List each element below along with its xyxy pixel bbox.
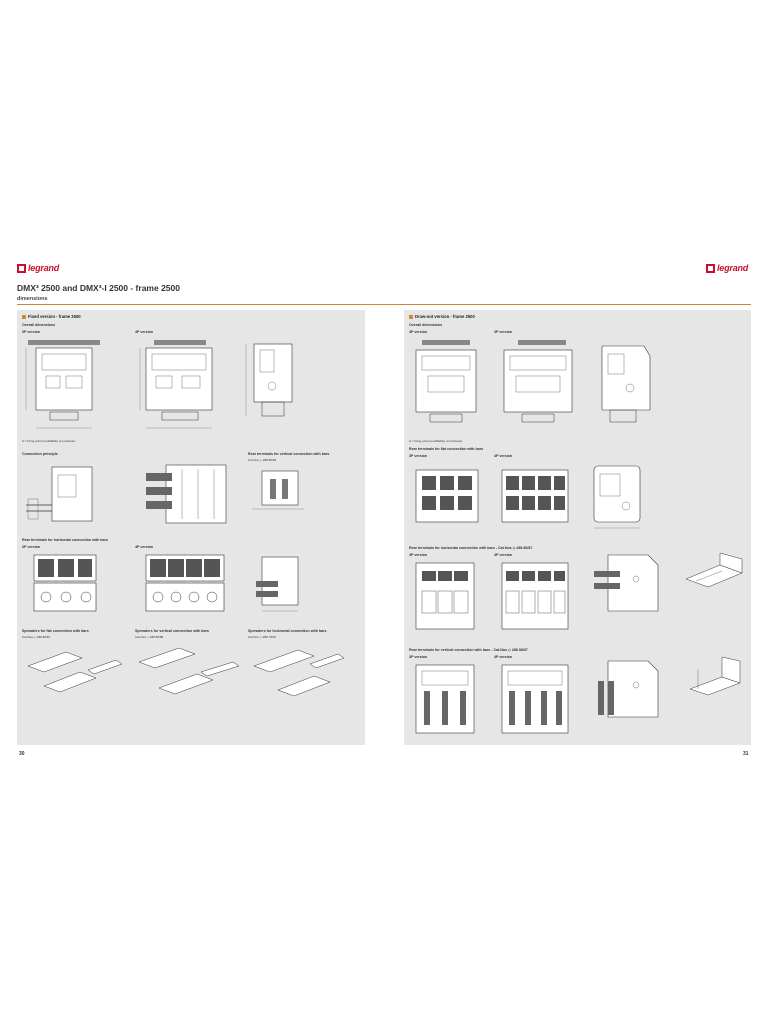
section-title-fixed: Fixed version - frame 2500	[22, 314, 81, 319]
version-4p-label-b: 4P version	[135, 545, 154, 549]
spreaders-flat-drawing	[27, 651, 123, 693]
spreaders-vertical-drawing	[138, 647, 240, 695]
version-4p-label-right-d: 4P version	[494, 655, 513, 659]
fixed-4p-front-drawing	[139, 340, 213, 429]
spreaders-vertical-label: Spreaders for vertical connection with b…	[135, 629, 209, 633]
rear-horizontal-side-drawing	[256, 556, 299, 612]
rear-horizontal-4p-drawing	[145, 554, 225, 612]
version-3p-label-right: 3P version	[409, 330, 428, 334]
rear-flat-label: Rear terminals for flat connection with …	[409, 447, 484, 451]
version-4p-label-right: 4P version	[494, 330, 513, 334]
spreaders-flat-catno: Cat.Nos ◇ 288 80/87	[22, 635, 51, 639]
version-3p-label-b: 3P version	[22, 545, 41, 549]
rear-vertical-catno: Cat.Nos ◇ 288 80/83	[248, 458, 277, 462]
rear-flat-side-drawing	[593, 465, 641, 529]
rear-vertical-label: Rear terminals for vertical connection w…	[248, 452, 330, 456]
rear-horizontal-4p-right-drawing	[501, 562, 569, 630]
version-3p-label-right-d: 3P version	[409, 655, 428, 659]
connection-principle-label: Connection principle	[22, 452, 58, 456]
spreaders-horizontal-catno: Cat.Nos ◇ 288 78/97	[248, 635, 277, 639]
rear-vertical-label-right: Rear terminals for vertical connection w…	[409, 648, 528, 652]
connection-principle-drawing	[26, 466, 93, 522]
fixed-3p-front-drawing	[25, 340, 100, 429]
version-4p-label-right-c: 4P version	[494, 553, 513, 557]
rear-horizontal-3p-drawing	[33, 554, 97, 612]
rear-horizontal-label: Rear terminals for horizontal connection…	[22, 538, 108, 542]
spreaders-horizontal-drawing	[253, 649, 345, 697]
rear-flat-3p-drawing	[415, 469, 479, 523]
brand-logo-left: legrand	[17, 263, 59, 273]
legrand-mark-icon	[17, 263, 26, 273]
rear-vertical-4p-right-drawing	[501, 664, 569, 734]
fixing-point-note: A = fixing point (modifiable) of enclosu…	[22, 439, 76, 443]
connection-bars-drawing	[146, 464, 227, 524]
rear-horizontal-label-right: Rear terminals for horizontal connection…	[409, 546, 533, 550]
version-4p-label: 4P version	[135, 330, 154, 334]
rear-vertical-3p-right-drawing	[415, 664, 475, 734]
rear-horizontal-3p-right-drawing	[415, 562, 475, 630]
drawout-side-drawing	[601, 345, 651, 423]
brand-logo-right: legrand	[706, 263, 748, 273]
fixing-point-note-right: A = fixing point (modifiable) of enclosu…	[409, 439, 463, 443]
rear-flat-4p-drawing	[501, 469, 569, 523]
rear-horizontal-iso-drawing	[685, 552, 743, 588]
page-number-left: 30	[19, 751, 25, 757]
overall-dimensions-label-right: Overall dimensions	[409, 323, 443, 327]
spreaders-horizontal-label: Spreaders for horizontal connection with…	[248, 629, 327, 633]
version-4p-label-right-b: 4P version	[494, 454, 513, 458]
spreaders-vertical-catno: Cat.Nos ◇ 288 80/88	[135, 635, 164, 639]
page-subtitle: dimensions	[17, 296, 48, 302]
version-3p-label-right-c: 3P version	[409, 553, 428, 557]
overall-dimensions-label: Overall dimensions	[22, 323, 56, 327]
rear-vertical-drawing	[252, 470, 304, 510]
rear-horizontal-side-right-drawing	[594, 554, 659, 612]
fixed-side-drawing	[245, 343, 293, 417]
drawout-3p-front-drawing	[415, 340, 477, 423]
rear-vertical-iso-drawing	[689, 656, 741, 696]
header-divider	[17, 304, 751, 305]
drawout-4p-front-drawing	[503, 340, 573, 423]
spreaders-flat-label: Spreaders for flat connection with bars	[22, 629, 89, 633]
page-title: DMX³ 2500 and DMX³-I 2500 - frame 2500	[17, 283, 180, 293]
version-3p-label-right-b: 3P version	[409, 454, 428, 458]
section-title-drawout: Draw-out version - frame 2500	[409, 314, 475, 319]
rear-vertical-side-right-drawing	[598, 660, 659, 718]
page-number-right: 31	[743, 751, 749, 757]
legrand-mark-icon	[706, 263, 715, 273]
version-3p-label: 3P version	[22, 330, 41, 334]
